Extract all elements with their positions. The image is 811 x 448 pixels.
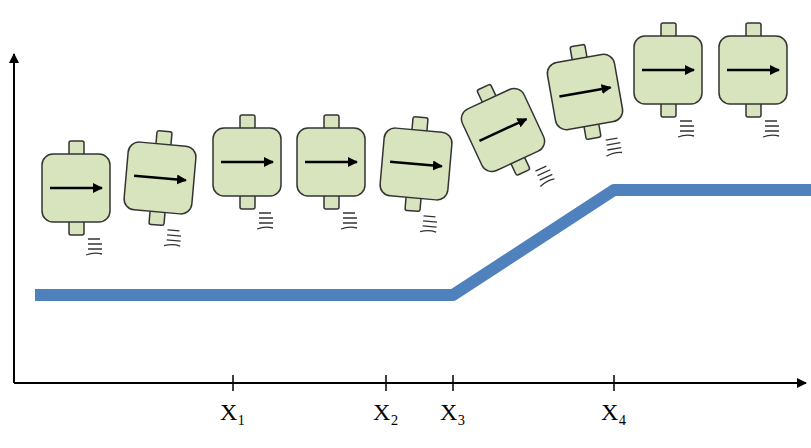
robot (120, 128, 198, 247)
axis-tick-label: X₂ (373, 400, 399, 424)
robot (213, 115, 281, 229)
axis-tick-label: X₄ (601, 400, 627, 424)
robot (297, 115, 365, 229)
x-axis (14, 382, 806, 384)
robot (42, 141, 110, 255)
axis-tick-label: X₁ (220, 400, 246, 424)
robot (543, 40, 630, 164)
robot (719, 23, 787, 137)
axis-tick-label: X₃ (440, 400, 466, 424)
robot (634, 23, 702, 137)
robot (376, 114, 454, 233)
y-axis (13, 54, 15, 383)
robot (452, 73, 562, 205)
axis-ticks (233, 375, 614, 391)
